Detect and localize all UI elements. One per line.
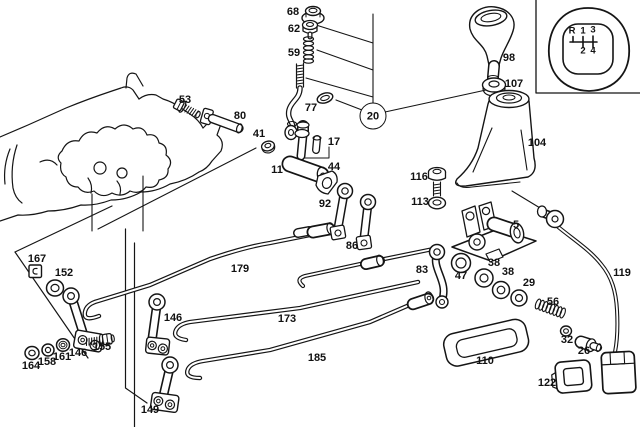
bushing-161 (55, 337, 71, 353)
washer-158 (41, 343, 55, 357)
bolt-53 (172, 98, 201, 119)
plate-44 (315, 170, 338, 195)
bearing-block-11 (281, 120, 330, 185)
group-callout-20: 20 (359, 102, 387, 130)
bushing-29 (510, 289, 528, 307)
link-92 (329, 182, 354, 241)
clip-167 (28, 264, 43, 279)
shift-boot-104 (454, 89, 536, 189)
pin-17 (304, 135, 330, 159)
shift-rod-179 (82, 222, 336, 321)
bolt-116 (427, 166, 447, 197)
pin-80 (199, 107, 244, 134)
link-149 (149, 356, 180, 414)
gasket-110 (442, 318, 530, 367)
link-146-left (62, 287, 105, 353)
bushing-152 (45, 279, 65, 297)
washer-113 (427, 196, 447, 210)
shifter-assembly-5 (451, 201, 537, 263)
spring-56 (534, 298, 566, 319)
link-146-right (144, 293, 171, 356)
bolt-155 (85, 332, 115, 347)
bushing-47 (450, 252, 472, 274)
spring-59 (302, 36, 315, 64)
group-callout-20-text: 20 (366, 110, 380, 122)
nut-32 (559, 325, 573, 337)
panel-lines (14, 0, 640, 427)
link-86 (355, 193, 377, 251)
shift-pattern-lines (569, 35, 598, 49)
shift-rod-rear (297, 245, 441, 289)
selector-rod-77-group (284, 62, 334, 141)
bushing-26 (574, 335, 603, 353)
fitting-62 (301, 19, 319, 40)
link-83 (428, 243, 449, 309)
transmission-drawing (0, 72, 223, 222)
shift-rod-185 (185, 291, 435, 381)
washer-38b (491, 280, 511, 300)
cable-119 (536, 205, 637, 395)
shift-rod-173 (172, 279, 421, 343)
callout-leader-lines (305, 13, 551, 215)
nut-41 (260, 140, 276, 154)
washer-38a (474, 268, 494, 288)
shift-knob-98 (469, 6, 515, 83)
bracket-122 (551, 359, 593, 394)
shift-pattern-badge (548, 7, 630, 92)
nut-164 (24, 345, 40, 361)
